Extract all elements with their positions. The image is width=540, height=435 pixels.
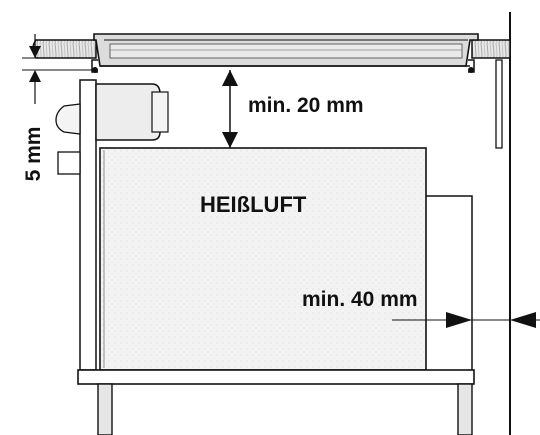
worktop (32, 39, 511, 59)
oven-body (99, 147, 473, 371)
side-bracket (495, 59, 503, 149)
side-gap-label: min. 40 mm (302, 288, 418, 311)
base-shelf (77, 369, 475, 435)
side-gap-dimension (392, 312, 540, 328)
offset-label: 5 mm (22, 127, 45, 182)
top-gap-dimension (222, 70, 238, 148)
offset-dimension (22, 34, 96, 104)
oven-side-panel (55, 79, 169, 371)
oven-type-label: HEIßLUFT (200, 192, 307, 217)
hob (91, 33, 479, 73)
top-gap-label: min. 20 mm (248, 94, 364, 117)
